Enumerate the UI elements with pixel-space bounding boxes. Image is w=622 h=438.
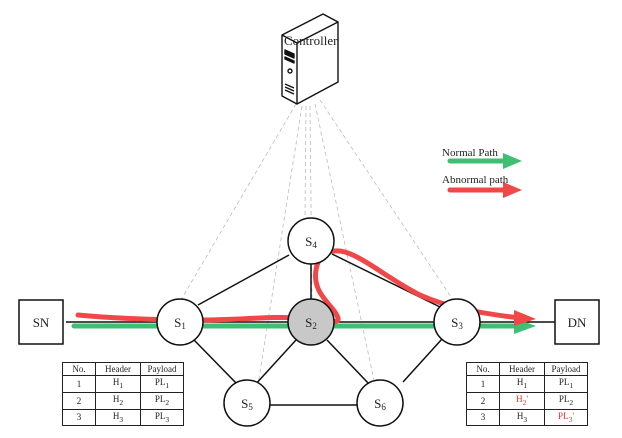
column-header: Payload — [140, 362, 184, 376]
cell-payload: PL3 — [140, 408, 184, 427]
legend-abnormal-label: Abnormal path — [442, 174, 509, 186]
column-header: No. — [62, 362, 96, 376]
cell-header: H2 — [95, 391, 141, 410]
switch-s3-label: S — [451, 315, 458, 330]
cell-header-modified: H2' — [499, 391, 545, 410]
table-row: 1 H1 PL1 — [466, 375, 588, 393]
svg-text:S6: S6 — [374, 396, 386, 412]
cell-no: 1 — [62, 375, 96, 393]
table-row: 1 H1 PL1 — [62, 375, 184, 393]
cell-payload: PL1 — [140, 375, 184, 393]
switch-s5[interactable]: S5 — [223, 379, 271, 427]
switch-s6[interactable]: S6 — [356, 379, 404, 427]
column-header: No. — [466, 362, 500, 376]
packet-table-source: No. Header Payload 1 H1 PL1 2 H2 PL2 3 H… — [62, 362, 184, 427]
switch-s4[interactable]: S4 — [287, 217, 335, 265]
switch-s1-label: S — [174, 315, 181, 330]
cell-no: 1 — [466, 375, 500, 393]
table-row: 3 H3 PL3 — [62, 408, 184, 427]
switch-s5-label: S — [241, 396, 248, 411]
link-s1-s5 — [193, 339, 239, 386]
legend-normal-arrow — [447, 153, 522, 169]
link-s2-s6 — [326, 339, 371, 386]
cell-payload-modified: PL3' — [544, 408, 588, 427]
svg-text:S1: S1 — [174, 315, 186, 331]
switch-s4-label: S — [305, 234, 312, 249]
table-row: 2 H2' PL2 — [466, 391, 588, 410]
switch-s6-label: S — [374, 396, 381, 411]
cell-payload: PL2 — [140, 391, 184, 410]
physical-links — [66, 253, 555, 406]
svg-text:S3: S3 — [451, 315, 463, 331]
cell-header: H1 — [95, 375, 141, 393]
controller-label: Controller — [284, 33, 338, 48]
column-header: Header — [499, 362, 545, 376]
link-s2-s5 — [253, 339, 297, 387]
switch-s2[interactable]: S2 — [287, 298, 335, 346]
controller-link-s6 — [314, 103, 376, 386]
svg-text:S2: S2 — [305, 315, 317, 331]
node-dn-label: DN — [568, 315, 587, 330]
table-header-row: No. Header Payload — [466, 362, 588, 376]
table-row: 2 H2 PL2 — [62, 391, 184, 410]
svg-text:S4: S4 — [305, 234, 317, 250]
cell-payload: PL2 — [544, 391, 588, 410]
cell-header: H1 — [499, 375, 545, 393]
cell-no: 2 — [62, 391, 96, 410]
switch-s2-label: S — [305, 315, 312, 330]
cell-header: H3 — [499, 408, 545, 427]
switch-s1[interactable]: S1 — [156, 298, 204, 346]
node-dn[interactable]: DN — [554, 299, 600, 345]
node-sn[interactable]: SN — [18, 299, 64, 345]
node-sn-label: SN — [33, 315, 50, 330]
legend-abnormal-arrow — [447, 182, 522, 198]
column-header: Payload — [544, 362, 588, 376]
controller-link-s5 — [257, 105, 303, 386]
server-tower-icon — [281, 13, 339, 105]
legend-normal-label: Normal Path — [442, 147, 498, 159]
table-row: 3 H3 PL3' — [466, 408, 588, 427]
packet-table-destination: No. Header Payload 1 H1 PL1 2 H2' PL2 3 … — [466, 362, 588, 427]
column-header: Header — [95, 362, 141, 376]
controller-link-s4 — [304, 105, 307, 221]
cell-no: 3 — [466, 408, 500, 427]
cell-no: 3 — [62, 408, 96, 427]
controller-link-s1 — [177, 103, 297, 306]
table-header-row: No. Header Payload — [62, 362, 184, 376]
controller-link-s3 — [319, 99, 456, 304]
svg-text:S5: S5 — [241, 396, 253, 412]
link-s1-s4 — [197, 254, 290, 306]
abnormal-path-arrowhead — [514, 310, 536, 326]
switch-s3[interactable]: S3 — [433, 298, 481, 346]
cell-header: H3 — [95, 408, 141, 427]
cell-no: 2 — [466, 391, 500, 410]
cell-payload: PL1 — [544, 375, 588, 393]
link-s3-s6 — [402, 338, 443, 383]
